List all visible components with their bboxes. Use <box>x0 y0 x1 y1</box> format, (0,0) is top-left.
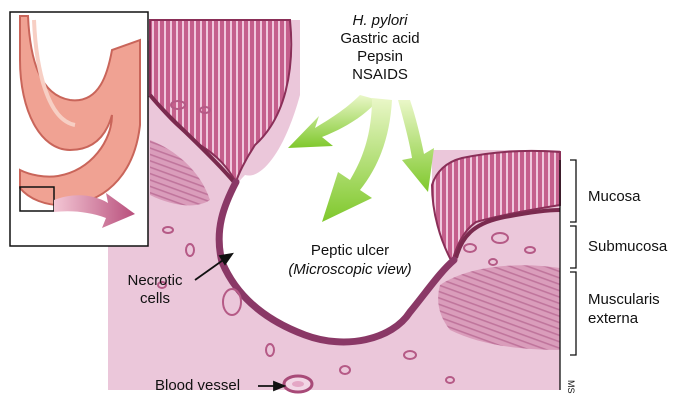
layer-brackets <box>560 160 576 390</box>
layer-muscularis-label: Muscularis <box>588 291 660 309</box>
artist-signature: MS <box>566 380 576 394</box>
ulcer-title: Peptic ulcer <box>280 242 420 260</box>
layer-externa-label: externa <box>588 310 638 328</box>
cause-nsaids: NSAIDS <box>340 66 420 84</box>
blood-vessel-label: Blood vessel <box>155 377 240 395</box>
cells-label: cells <box>120 290 190 308</box>
cause-hpylori: H. pylori <box>340 12 420 30</box>
cause-pepsin: Pepsin <box>340 48 420 66</box>
ulcer-subtitle: (Microscopic view) <box>268 261 432 279</box>
necrotic-label: Necrotic <box>120 272 190 290</box>
layer-submucosa-label: Submucosa <box>588 238 667 256</box>
layer-mucosa-label: Mucosa <box>588 188 641 206</box>
cause-gastric-acid: Gastric acid <box>330 30 430 48</box>
